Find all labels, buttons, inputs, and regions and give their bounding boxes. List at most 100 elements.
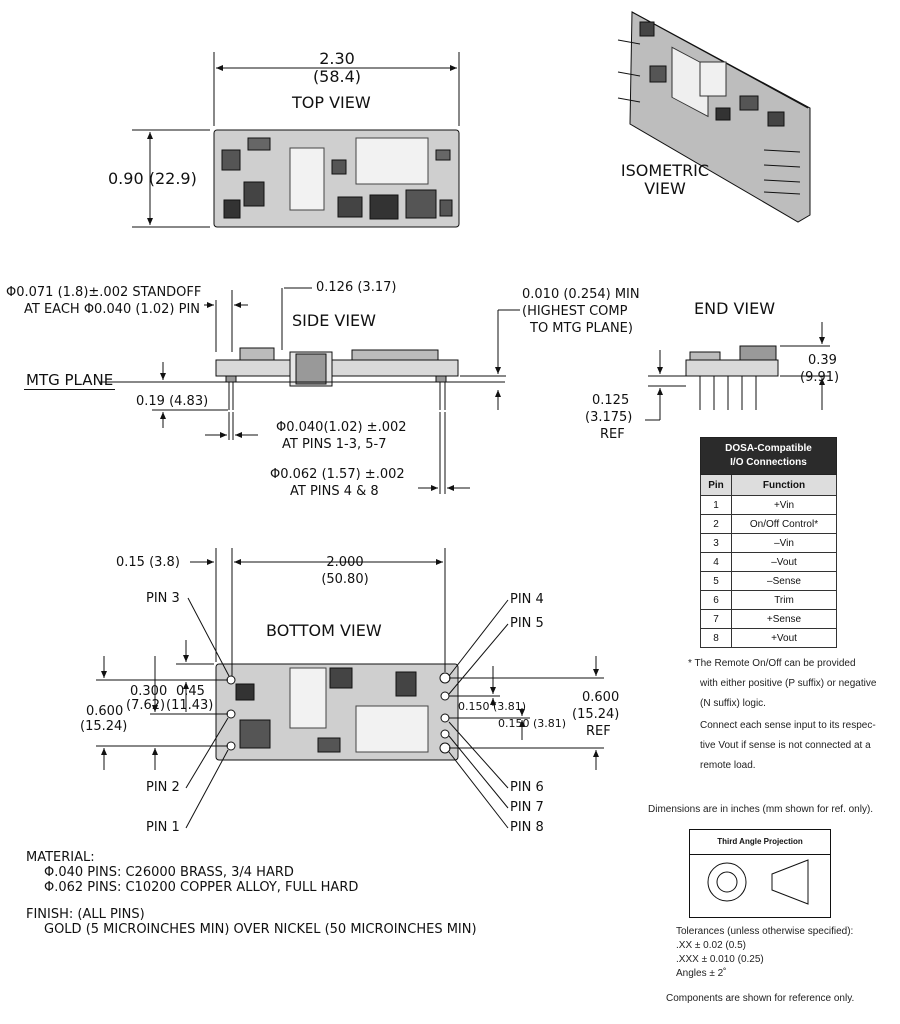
- pin040-label-2: AT PINS 1-3, 5-7: [282, 437, 387, 452]
- function-cell: Trim: [731, 590, 837, 610]
- table-row: 7+Sense: [700, 609, 837, 629]
- dim-015: 0.15 (3.8): [116, 555, 180, 570]
- pin-6-label: PIN 6: [510, 780, 544, 795]
- note-sense-1: Connect each sense input to its respec-: [700, 720, 876, 731]
- tolerance-xx: .XX ± 0.02 (0.5): [676, 940, 746, 951]
- dim-1524-left: (15.24): [80, 719, 128, 734]
- note-dimensions: Dimensions are in inches (mm shown for r…: [648, 804, 874, 815]
- dim-1524-right: (15.24): [572, 707, 620, 722]
- dim-0126: 0.126 (3.17): [316, 280, 397, 295]
- note-sense-3: remote load.: [700, 760, 756, 771]
- pin-4-label: PIN 4: [510, 592, 544, 607]
- table-row: 8+Vout: [700, 628, 837, 648]
- finish-spec: GOLD (5 MICROINCHES MIN) OVER NICKEL (50…: [44, 922, 477, 937]
- dim-0150-b: 0.150 (3.81): [498, 717, 567, 730]
- highest-comp-2: (HIGHEST COMP: [522, 304, 628, 319]
- mtg-plane-label: MTG PLANE: [24, 371, 116, 390]
- projection-title: Third Angle Projection: [690, 830, 830, 855]
- finish-title: FINISH: (ALL PINS): [26, 907, 145, 922]
- tolerance-title: Tolerances (unless otherwise specified):: [676, 926, 854, 937]
- end-ref: REF: [600, 427, 625, 442]
- pin-1-label: PIN 1: [146, 820, 180, 835]
- note-onoff-3: (N suffix) logic.: [700, 698, 766, 709]
- pin-cell: 3: [700, 533, 732, 553]
- material-title: MATERIAL:: [26, 850, 95, 865]
- side-view-title: SIDE VIEW: [292, 311, 376, 330]
- note-onoff-1: * The Remote On/Off can be provided: [688, 658, 856, 669]
- top-width-in: 2.30: [319, 49, 355, 68]
- pin-cell: 1: [700, 495, 732, 515]
- end-dim-039: 0.39: [808, 353, 837, 368]
- note-onoff-2: with either positive (P suffix) or negat…: [700, 678, 877, 689]
- dim-762: (7.62): [126, 698, 166, 713]
- components-note: Components are shown for reference only.: [666, 993, 855, 1004]
- dim-0600-right: 0.600: [582, 690, 620, 705]
- bottom-view-board: [215, 663, 459, 761]
- pin-function-table: DOSA-Compatible I/O Connections Pin Func…: [700, 437, 837, 648]
- isometric-title-2: VIEW: [644, 179, 686, 198]
- side-view-board: [215, 347, 459, 410]
- highest-comp-1: 0.010 (0.254) MIN: [522, 287, 640, 302]
- end-dim-991: (9.91): [800, 370, 840, 385]
- pin-table-head-1: DOSA-Compatible: [725, 443, 812, 454]
- material-040: Φ.040 PINS: C26000 BRASS, 3/4 HARD: [44, 865, 294, 880]
- top-height-dim: 0.90 (22.9): [108, 169, 197, 188]
- table-row: 3–Vin: [700, 533, 837, 553]
- pin-table-header: DOSA-Compatible I/O Connections: [700, 437, 837, 475]
- standoff-label-1: Φ0.071 (1.8)±.002 STANDOFF: [6, 285, 202, 300]
- dim-019: 0.19 (4.83): [136, 394, 209, 409]
- tolerance-angles: Angles ± 2˚: [676, 968, 727, 979]
- tolerance-xxx: .XXX ± 0.010 (0.25): [676, 954, 764, 965]
- dim-5080: (50.80): [321, 572, 369, 587]
- pin-cell: 7: [700, 609, 732, 629]
- note-sense-2: tive Vout if sense is not connected at a: [700, 740, 871, 751]
- function-cell: On/Off Control*: [731, 514, 837, 534]
- dim-ref-right: REF: [586, 724, 611, 739]
- dim-0600-left: 0.600: [86, 704, 124, 719]
- dim-0150-a: 0.150 (3.81): [458, 700, 527, 713]
- pin-table-head-2: I/O Connections: [730, 457, 807, 468]
- pin040-label-1: Φ0.040(1.02) ±.002: [276, 420, 407, 435]
- highest-comp-3: TO MTG PLANE): [530, 321, 633, 336]
- table-row: 1+Vin: [700, 495, 837, 515]
- function-cell: +Vin: [731, 495, 837, 515]
- material-block: MATERIAL: Φ.040 PINS: C26000 BRASS, 3/4 …: [26, 850, 477, 937]
- function-cell: +Vout: [731, 628, 837, 648]
- pin062-label-1: Φ0.062 (1.57) ±.002: [270, 467, 405, 482]
- dim-045: 0.45: [176, 684, 205, 699]
- pin-5-label: PIN 5: [510, 616, 544, 631]
- dim-0300: 0.300: [130, 684, 168, 699]
- dim-2000: 2.000: [326, 555, 364, 570]
- pin-cell: 6: [700, 590, 732, 610]
- pin-column-header: Pin: [700, 474, 732, 496]
- function-cell: +Sense: [731, 609, 837, 629]
- isometric-title-1: ISOMETRIC: [620, 161, 710, 180]
- pin062-label-2: AT PINS 4 & 8: [290, 484, 379, 499]
- pin-cell: 5: [700, 571, 732, 591]
- table-row: 5–Sense: [700, 571, 837, 591]
- top-width-mm: (58.4): [312, 67, 362, 86]
- bottom-view-title: BOTTOM VIEW: [266, 621, 382, 640]
- pin-2-label: PIN 2: [146, 780, 180, 795]
- end-view-title: END VIEW: [694, 299, 776, 318]
- top-view-board: [213, 129, 460, 228]
- table-row: 4–Vout: [700, 552, 837, 572]
- function-column-header: Function: [731, 474, 837, 496]
- end-view-board: [685, 345, 779, 410]
- isometric-view-board: [617, 11, 811, 223]
- projection-box: Third Angle Projection: [689, 829, 831, 918]
- third-angle-projection-icon: [707, 859, 809, 905]
- end-dim-3175: (3.175): [585, 410, 633, 425]
- function-cell: –Vout: [731, 552, 837, 572]
- pin-cell: 8: [700, 628, 732, 648]
- function-cell: –Vin: [731, 533, 837, 553]
- top-view-title: TOP VIEW: [292, 93, 371, 112]
- pin-8-label: PIN 8: [510, 820, 544, 835]
- standoff-label-2: AT EACH Φ0.040 (1.02) PIN: [24, 302, 201, 317]
- function-cell: –Sense: [731, 571, 837, 591]
- pin-3-label: PIN 3: [146, 591, 180, 606]
- dim-1143: (11.43): [166, 698, 214, 713]
- end-dim-0125: 0.125: [592, 393, 630, 408]
